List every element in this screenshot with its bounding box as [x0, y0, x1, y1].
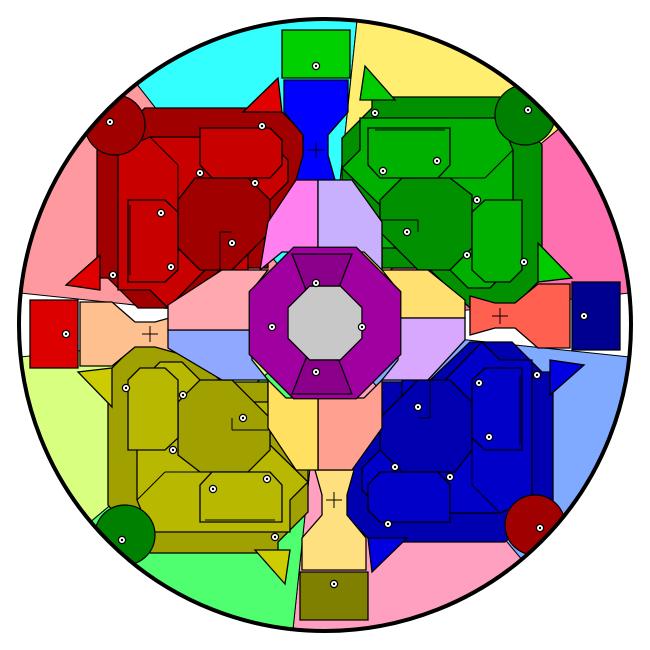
quadrant-node[interactable]: [370, 108, 380, 118]
quadrant-node[interactable]: [257, 121, 267, 131]
quadrant-node[interactable]: [413, 402, 423, 412]
quadrant-side-cell[interactable]: [471, 367, 523, 451]
quadrant-node[interactable]: [270, 532, 280, 542]
quadrant-node[interactable]: [168, 445, 178, 455]
quadrant-node[interactable]: [250, 178, 260, 188]
quadrant-node[interactable]: [378, 166, 388, 176]
quadrant-side-cell[interactable]: [199, 471, 283, 523]
center-node[interactable]: [267, 322, 277, 332]
quadrant-side-cell[interactable]: [367, 127, 451, 179]
quadrant-node[interactable]: [105, 117, 115, 127]
gate-node[interactable]: [329, 579, 339, 589]
quadrant-path-line: [136, 471, 166, 501]
center-node[interactable]: [311, 278, 321, 288]
quadrant-node[interactable]: [390, 462, 400, 472]
quadrant-node[interactable]: [117, 535, 127, 545]
board-fill: [19, 19, 631, 631]
quadrant-blue: [341, 341, 586, 574]
gate-outer-cell[interactable]: [281, 29, 351, 79]
quadrant-top-cell[interactable]: [471, 199, 523, 283]
quadrant-node[interactable]: [535, 523, 545, 533]
quadrant-top-cell[interactable]: [127, 367, 179, 451]
quadrant-node[interactable]: [402, 227, 412, 237]
center-node[interactable]: [311, 367, 321, 377]
quadrant-top-cell[interactable]: [199, 127, 283, 179]
quadrant-gate-triangle-top[interactable]: [76, 367, 113, 409]
gate-node[interactable]: [61, 329, 71, 339]
quadrant-node[interactable]: [462, 250, 472, 260]
quadrant-node[interactable]: [195, 168, 205, 178]
quadrant-path-line: [149, 136, 179, 166]
center-ring: [167, 179, 466, 471]
quadrant-gate-triangle-left[interactable]: [549, 359, 586, 397]
gate-right: [469, 281, 621, 351]
quadrant-node[interactable]: [166, 262, 176, 272]
quadrant-node[interactable]: [108, 270, 118, 280]
gate-inner-cell[interactable]: [469, 283, 571, 349]
gate-node[interactable]: [311, 61, 321, 71]
quadrant-node[interactable]: [383, 519, 393, 529]
quadrant-node[interactable]: [472, 195, 482, 205]
center-octagon: [248, 246, 402, 400]
quadrant-olive: [76, 341, 309, 586]
gate-outer-cell[interactable]: [29, 299, 79, 369]
center-hub[interactable]: [287, 285, 363, 361]
quadrant-top-cell[interactable]: [367, 471, 451, 523]
quadrant-path-line: [484, 149, 514, 179]
quadrant-gate-triangle-top[interactable]: [241, 76, 283, 113]
ring-lilac-right-bottom[interactable]: [380, 317, 466, 381]
center-node[interactable]: [357, 322, 367, 332]
quadrant-node[interactable]: [432, 156, 442, 166]
quadrant-node[interactable]: [238, 413, 248, 423]
quadrant-node[interactable]: [484, 432, 494, 442]
quadrant-node[interactable]: [445, 472, 455, 482]
quadrant-node[interactable]: [519, 257, 529, 267]
quadrant-gate-triangle-top[interactable]: [367, 537, 409, 574]
quadrant-node[interactable]: [474, 378, 484, 388]
quadrant-node[interactable]: [178, 390, 188, 400]
gate-node[interactable]: [579, 311, 589, 321]
quadrant-gate-triangle-left[interactable]: [253, 549, 291, 586]
quadrant-node[interactable]: [156, 208, 166, 218]
quadrant-node[interactable]: [523, 105, 533, 115]
gate-outer-cell[interactable]: [299, 571, 369, 621]
quadrant-path-line: [471, 484, 501, 514]
quadrant-node[interactable]: [262, 474, 272, 484]
quadrant-gate-triangle-left[interactable]: [359, 64, 397, 101]
quadrant-gate-triangle-left[interactable]: [64, 253, 101, 291]
gate-outer-cell[interactable]: [571, 281, 621, 351]
gate-bottom: [299, 469, 369, 621]
quadrant-node[interactable]: [208, 484, 218, 494]
board-outline: [17, 17, 633, 633]
quadrant-node[interactable]: [227, 238, 237, 248]
quadrant-node[interactable]: [121, 383, 131, 393]
quadrant-gate-triangle-top[interactable]: [537, 241, 574, 283]
quadrant-node[interactable]: [532, 370, 542, 380]
quadrant-side-cell[interactable]: [127, 199, 179, 283]
quadrant-green: [341, 64, 574, 309]
